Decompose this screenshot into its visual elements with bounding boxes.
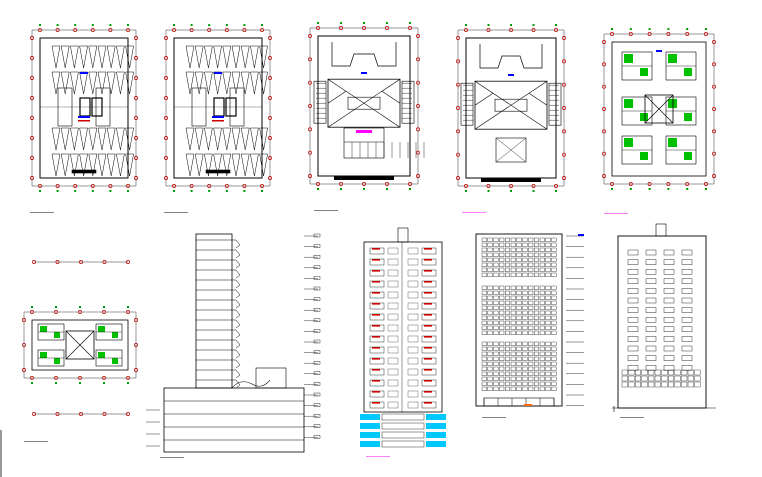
plan-3 — [308, 22, 425, 211]
elevation-1 — [360, 227, 446, 457]
elevation-3 — [612, 223, 716, 418]
plan-2 — [164, 24, 272, 213]
plan-1 — [30, 24, 138, 213]
section-1 — [146, 233, 321, 458]
plan-4 — [456, 24, 566, 213]
plan-6 — [22, 306, 138, 442]
elevation-2 — [475, 233, 584, 418]
plan-5 — [602, 28, 716, 214]
small-plan-dimensions — [32, 260, 130, 416]
